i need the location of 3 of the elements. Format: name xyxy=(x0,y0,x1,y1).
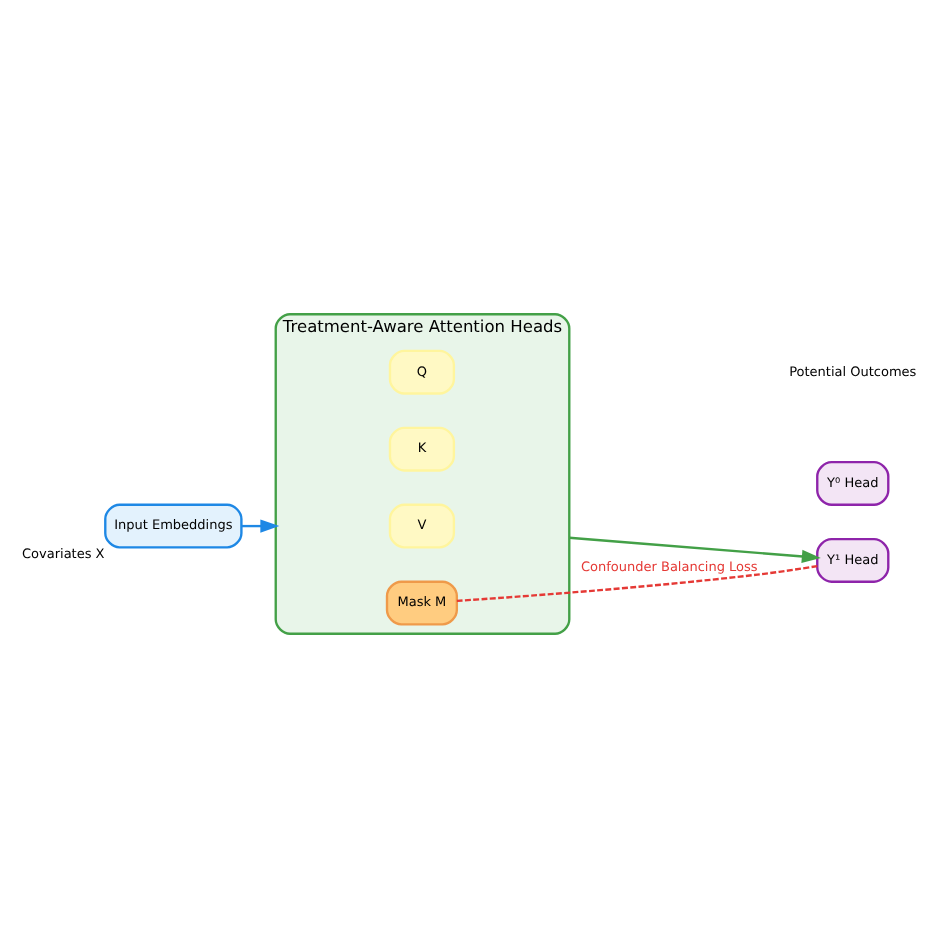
connector xyxy=(456,564,818,603)
arrow xyxy=(241,519,280,533)
arrow xyxy=(569,536,821,564)
